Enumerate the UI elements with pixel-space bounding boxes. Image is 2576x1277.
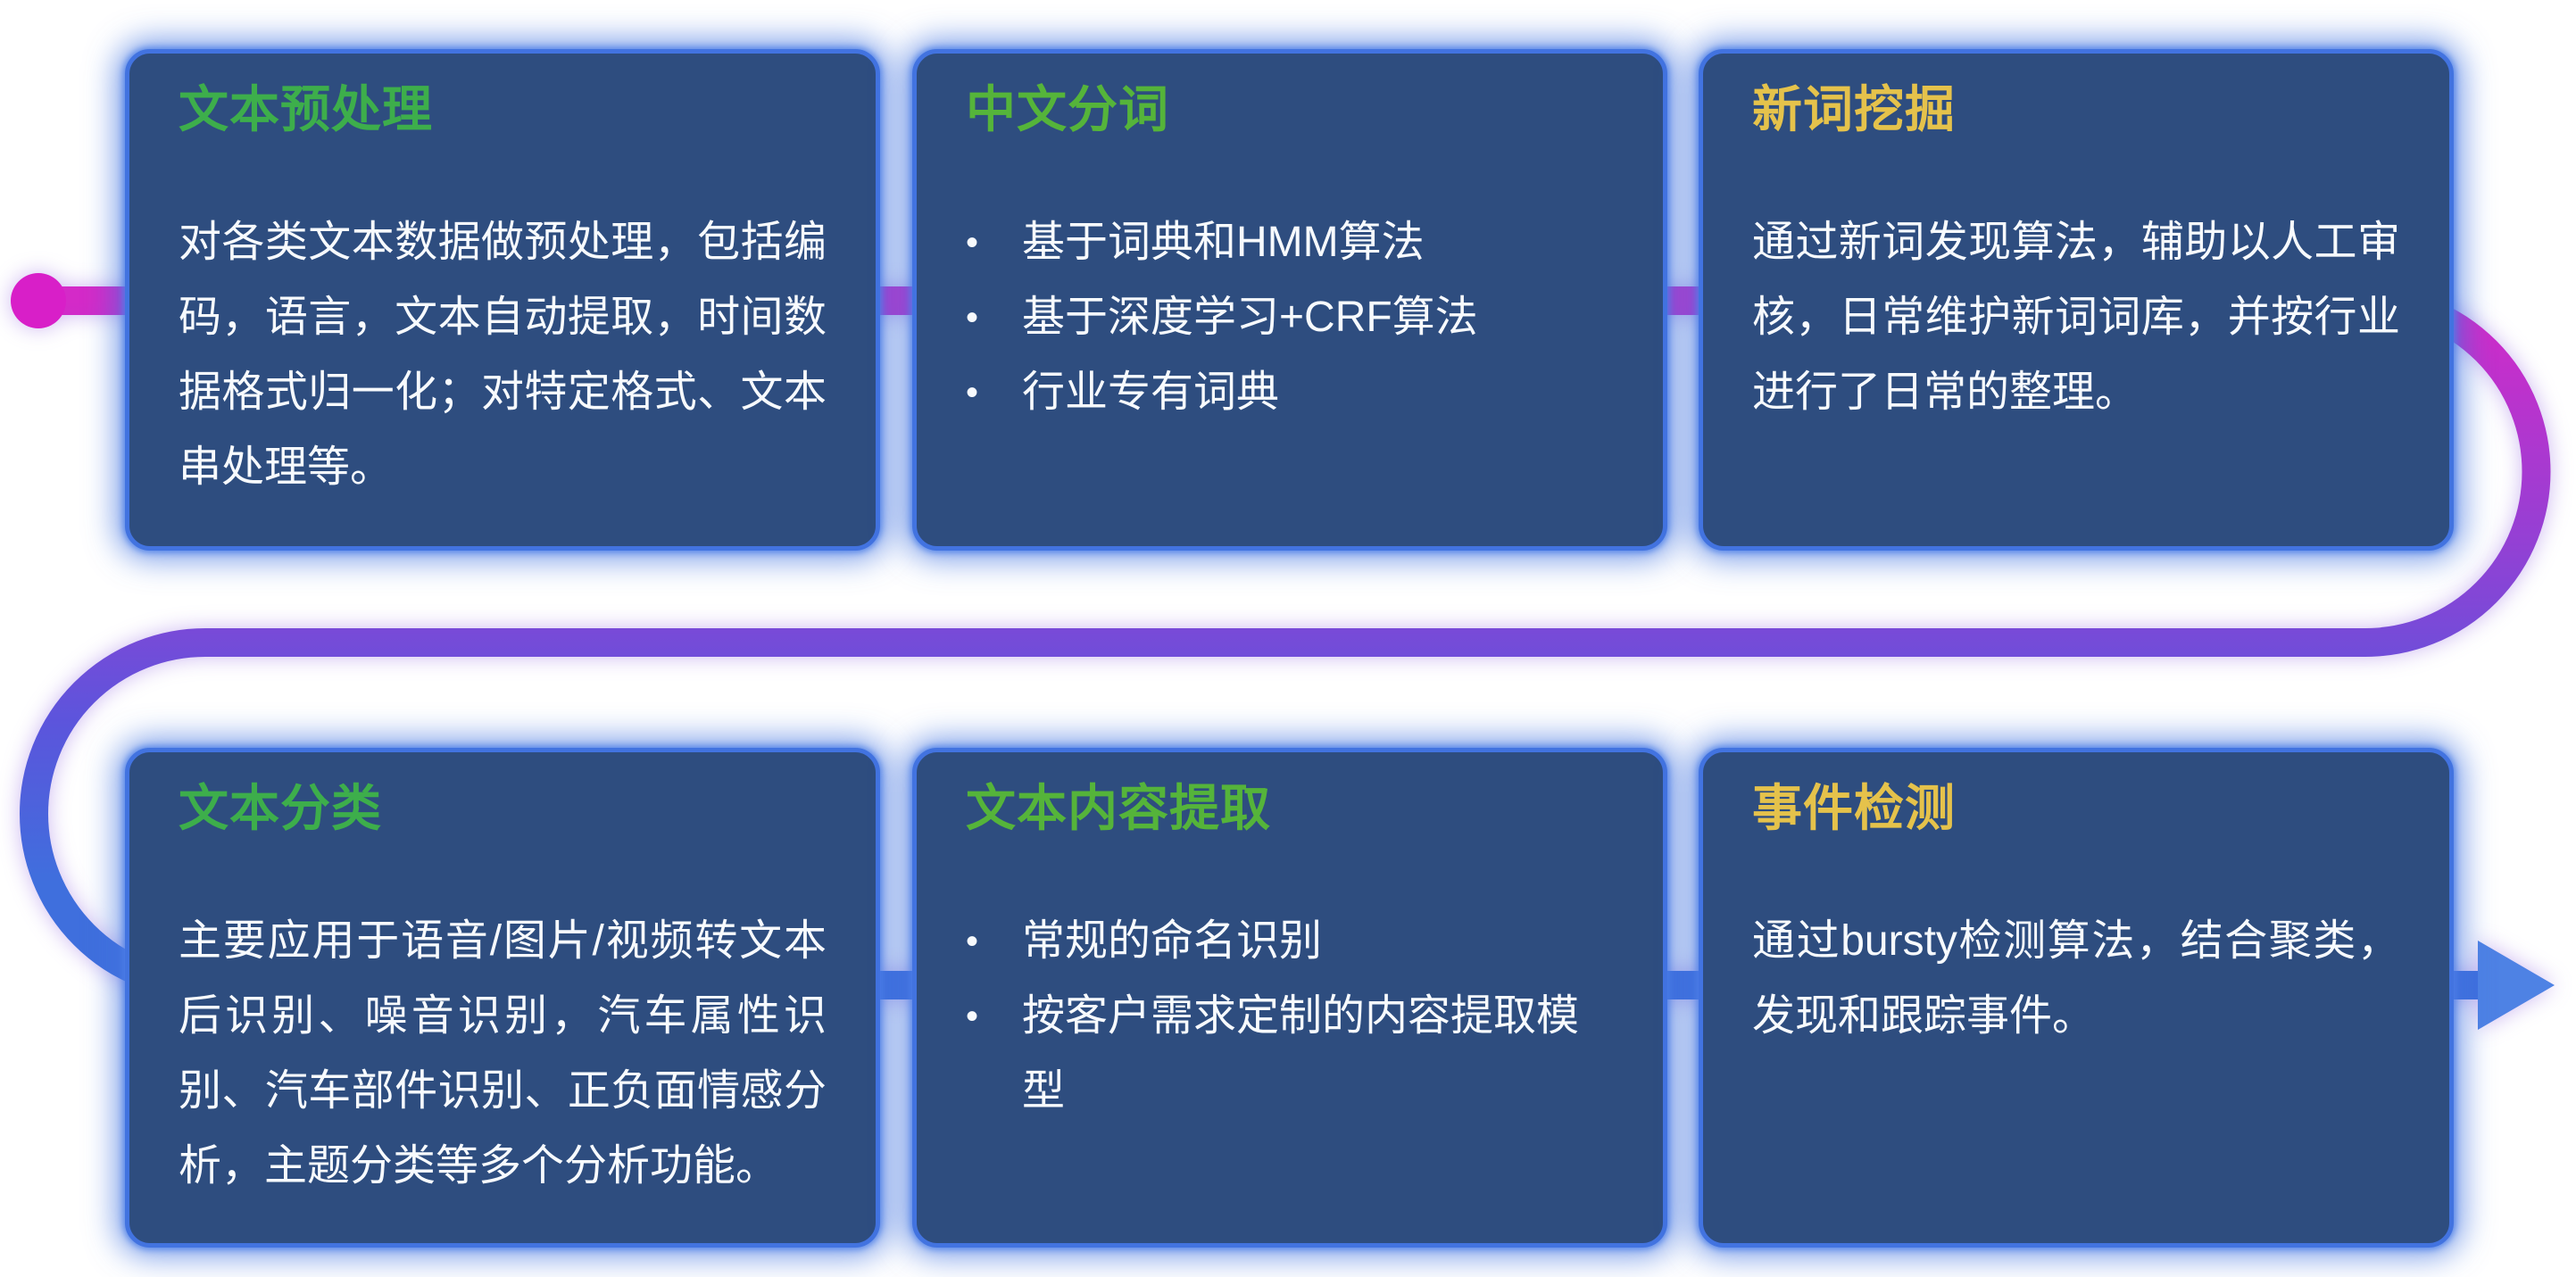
card-title: 文本内容提取 bbox=[966, 780, 1271, 836]
card-event-detection: 事件检测 通过bursty检测算法，结合聚类，发现和跟踪事件。 bbox=[1699, 748, 2454, 1248]
list-item: • 常规的命名识别 bbox=[966, 904, 1614, 979]
bullet-icon: • bbox=[966, 373, 979, 412]
bullet-text: 基于深度学习+CRF算法 bbox=[1022, 294, 1478, 341]
bullet-list: • 常规的命名识别 • 按客户需求定制的内容提取模型 bbox=[966, 904, 1614, 1129]
bullet-icon: • bbox=[966, 922, 979, 961]
card-body: 对各类文本数据做预处理，包括编码，语言，文本自动提取，时间数据格式归一化；对特定… bbox=[179, 219, 827, 491]
card-title: 文本分类 bbox=[179, 780, 382, 836]
card-chinese-word-segmentation: 中文分词 • 基于词典和HMM算法 • 基于深度学习+CRF算法 • 行业专有词… bbox=[912, 49, 1667, 551]
list-item: • 按客户需求定制的内容提取模型 bbox=[966, 979, 1614, 1129]
card-title: 文本预处理 bbox=[179, 81, 433, 137]
arrow-right-icon bbox=[2478, 941, 2555, 1030]
card-title: 中文分词 bbox=[966, 81, 1169, 137]
card-title: 新词挖掘 bbox=[1752, 81, 1956, 137]
card-text-preprocessing: 文本预处理 对各类文本数据做预处理，包括编码，语言，文本自动提取，时间数据格式归… bbox=[125, 49, 880, 551]
flow-start-dot bbox=[11, 273, 66, 328]
card-title: 事件检测 bbox=[1752, 780, 1956, 836]
card-body: 主要应用于语音/图片/视频转文本后识别、噪音识别，汽车属性识别、汽车部件识别、正… bbox=[179, 917, 827, 1190]
bullet-text: 基于词典和HMM算法 bbox=[1022, 219, 1425, 266]
card-text-classification: 文本分类 主要应用于语音/图片/视频转文本后识别、噪音识别，汽车属性识别、汽车部… bbox=[125, 748, 880, 1248]
card-body: 通过bursty检测算法，结合聚类，发现和跟踪事件。 bbox=[1752, 917, 2400, 1040]
bullet-list: • 基于词典和HMM算法 • 基于深度学习+CRF算法 • 行业专有词典 bbox=[966, 205, 1614, 430]
card-new-word-mining: 新词挖掘 通过新词发现算法，辅助以人工审核，日常维护新词词库，并按行业进行了日常… bbox=[1699, 49, 2454, 551]
list-item: • 基于词典和HMM算法 bbox=[966, 205, 1614, 280]
list-item: • 行业专有词典 bbox=[966, 355, 1614, 430]
bullet-text: 行业专有词典 bbox=[1022, 369, 1280, 416]
bullet-text: 按客户需求定制的内容提取模型 bbox=[1022, 992, 1580, 1115]
bullet-icon: • bbox=[966, 997, 979, 1036]
list-item: • 基于深度学习+CRF算法 bbox=[966, 280, 1614, 355]
bullet-text: 常规的命名识别 bbox=[1022, 917, 1323, 965]
bullet-icon: • bbox=[966, 223, 979, 262]
card-text-content-extraction: 文本内容提取 • 常规的命名识别 • 按客户需求定制的内容提取模型 bbox=[912, 748, 1667, 1248]
bullet-icon: • bbox=[966, 298, 979, 337]
card-body: 通过新词发现算法，辅助以人工审核，日常维护新词词库，并按行业进行了日常的整理。 bbox=[1752, 219, 2400, 416]
flow-path bbox=[20, 286, 2551, 999]
